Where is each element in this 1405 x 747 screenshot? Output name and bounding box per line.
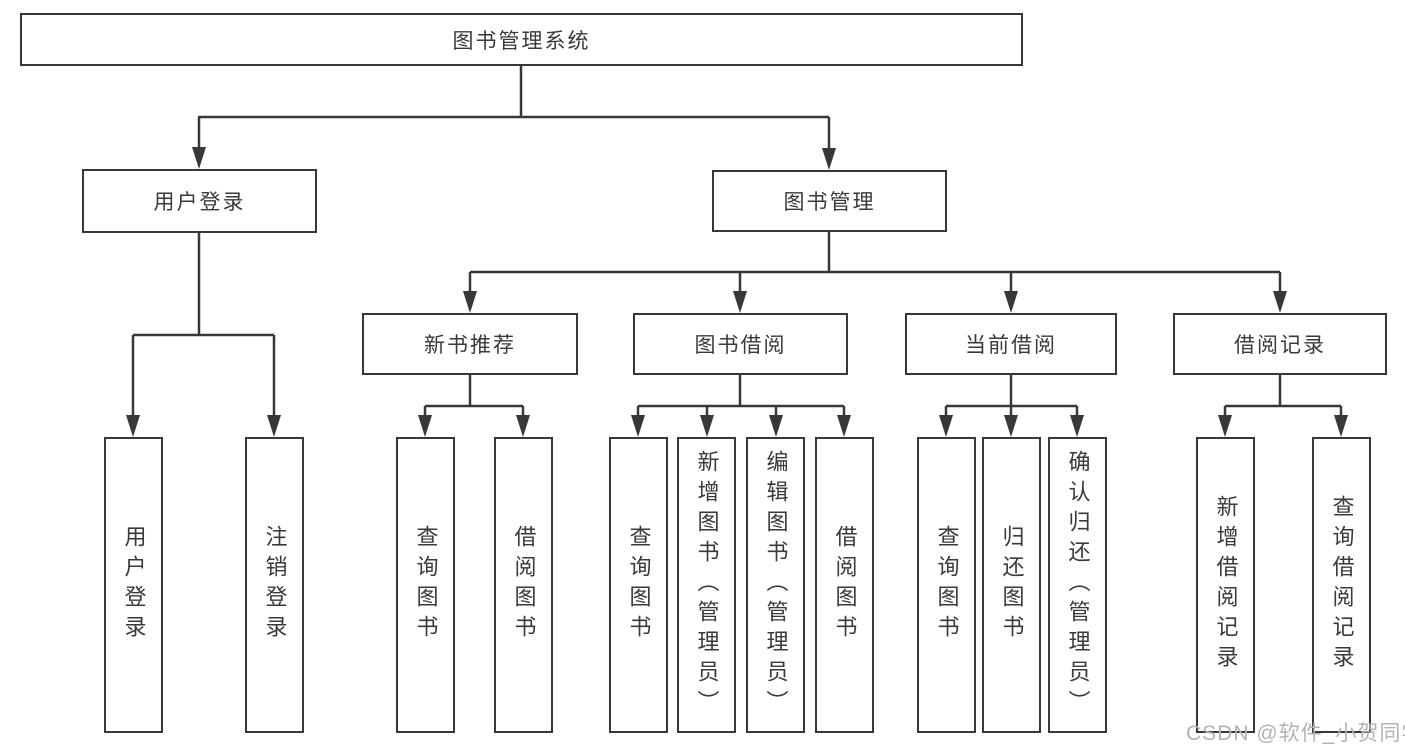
connector-records-to-children: [1223, 375, 1343, 416]
node-label: 图书管理系统: [452, 29, 591, 53]
node-label: 注销登录: [262, 525, 288, 645]
node-label: 借阅记录: [1234, 334, 1326, 357]
node-label: 图书管理: [783, 191, 876, 214]
csdn-watermark: CSDN @软件_小贺同学: [1186, 722, 1405, 745]
node-leaf-add-books-admin: 新增图书（管理员）: [677, 437, 736, 733]
node-leaf-confirm-return-admin: 确认归还（管理员）: [1048, 437, 1107, 733]
node-new-book-recommend: 新书推荐: [362, 313, 578, 375]
node-leaf-query-books: 查询图书: [396, 437, 455, 733]
connector-current-to-children: [944, 375, 1079, 416]
connector-newrec-to-children: [423, 375, 525, 416]
node-label: 查询图书: [413, 525, 439, 645]
node-label: 查询图书: [934, 525, 960, 645]
node-label: 查询借阅记录: [1329, 495, 1355, 675]
connector-borrow-to-children: [636, 375, 846, 416]
node-library-system: 图书管理系统: [20, 13, 1023, 66]
node-current-borrow: 当前借阅: [905, 313, 1117, 375]
node-leaf-query-borrow-record: 查询借阅记录: [1312, 437, 1371, 733]
connector-userlogin-to-children: [131, 233, 276, 416]
node-leaf-query-books-2: 查询图书: [609, 437, 668, 733]
node-label: 编辑图书（管理员）: [763, 450, 789, 720]
node-label: 确认归还（管理员）: [1065, 450, 1091, 720]
connector-bookmgmt-to-level3: [468, 232, 1282, 292]
node-leaf-user-login: 用户登录: [104, 437, 163, 733]
node-label: 借阅图书: [832, 525, 858, 645]
node-label: 用户登录: [121, 525, 147, 645]
node-label: 新增借阅记录: [1213, 495, 1239, 675]
node-label: 用户登录: [153, 191, 246, 214]
node-book-borrow: 图书借阅: [633, 313, 848, 375]
connector-root-to-level2: [197, 66, 831, 149]
node-label: 查询图书: [626, 525, 652, 645]
node-label: 借阅图书: [511, 525, 537, 645]
node-label: 新书推荐: [424, 334, 516, 357]
node-user-login: 用户登录: [82, 169, 317, 233]
node-leaf-logout: 注销登录: [245, 437, 304, 733]
node-label: 归还图书: [999, 525, 1025, 645]
node-leaf-edit-books-admin: 编辑图书（管理员）: [746, 437, 805, 733]
node-label: 当前借阅: [965, 334, 1057, 357]
node-leaf-query-books-3: 查询图书: [917, 437, 976, 733]
node-label: 图书借阅: [694, 334, 787, 357]
node-leaf-return-books: 归还图书: [982, 437, 1041, 733]
node-leaf-add-borrow-record: 新增借阅记录: [1196, 437, 1255, 733]
node-leaf-borrow-books: 借阅图书: [494, 437, 553, 733]
node-label: 新增图书（管理员）: [694, 450, 720, 720]
node-book-management: 图书管理: [712, 170, 947, 232]
node-leaf-borrow-books-2: 借阅图书: [815, 437, 874, 733]
node-borrow-records: 借阅记录: [1173, 313, 1387, 375]
